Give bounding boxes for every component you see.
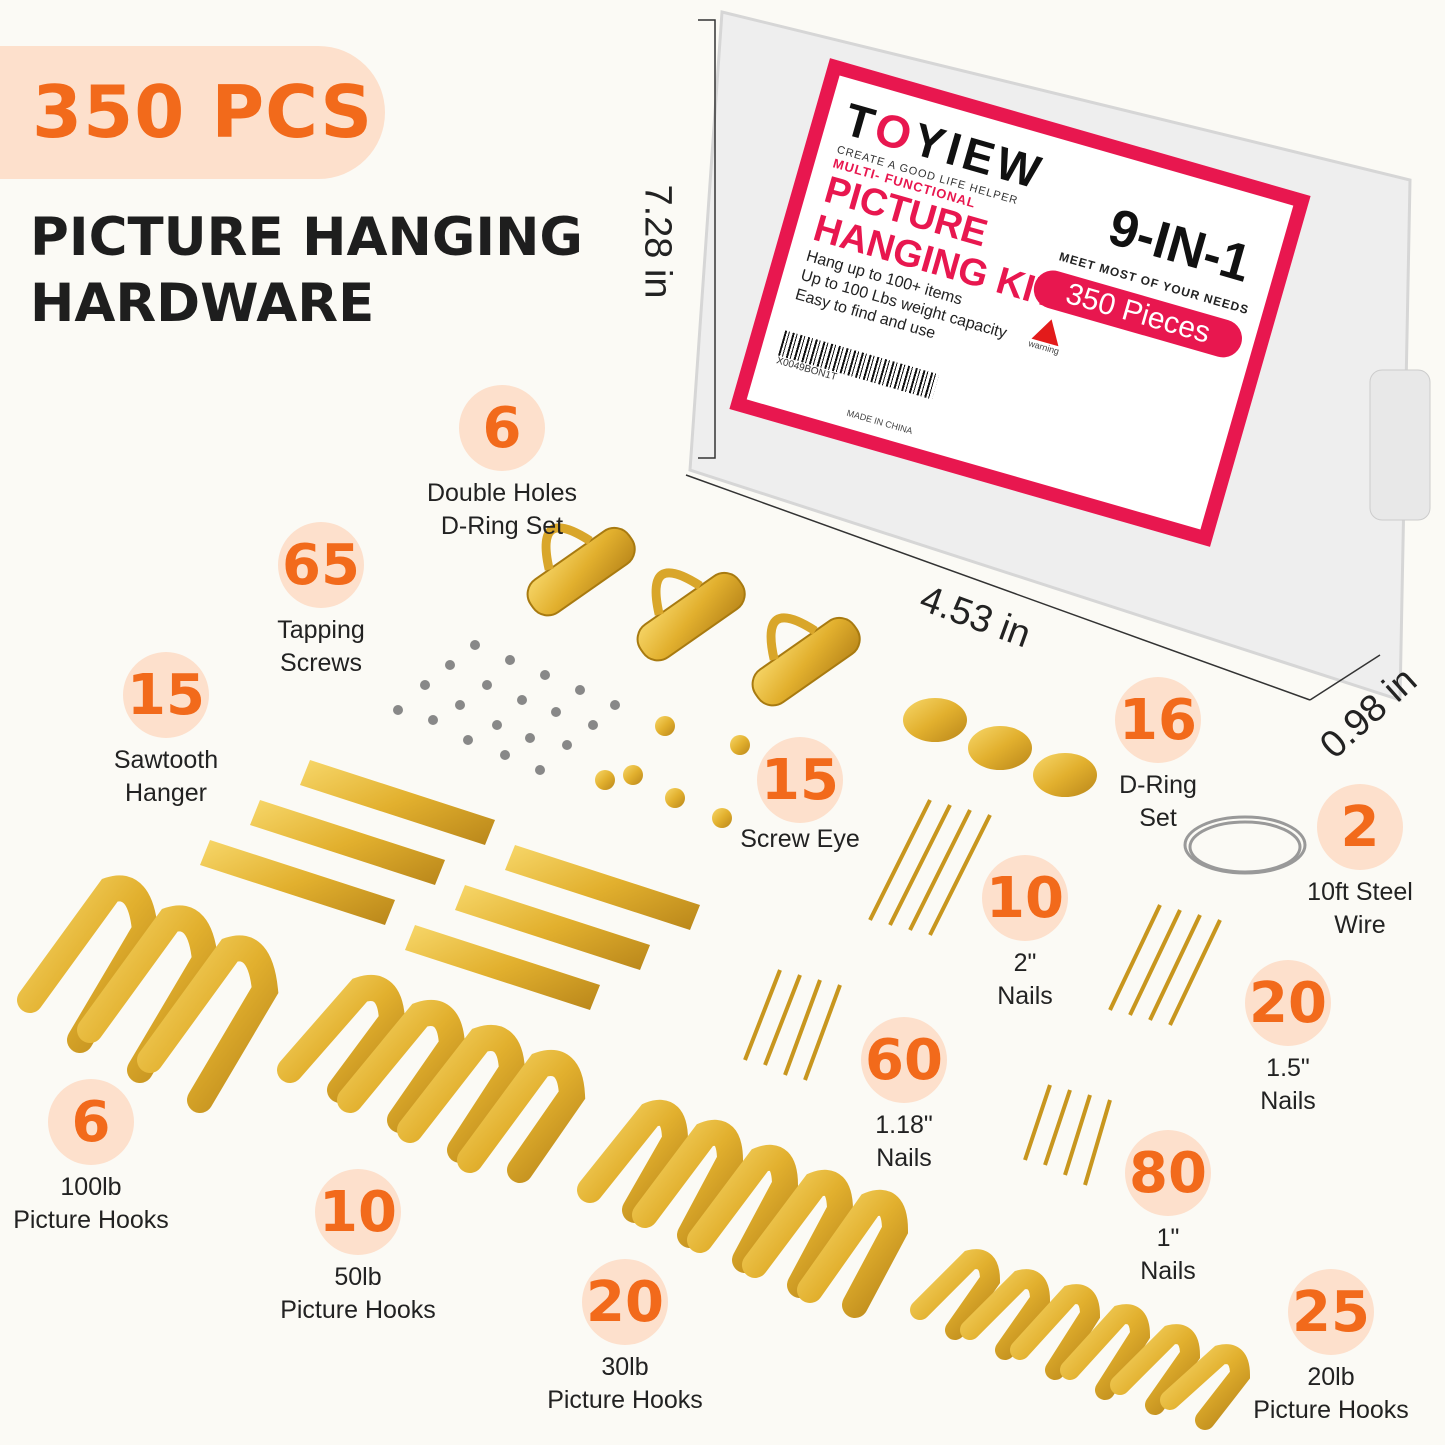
- item-label: Screws: [280, 649, 362, 677]
- item-label: Double Holes: [426, 479, 578, 507]
- item-label: Nails: [997, 982, 1053, 1010]
- steel-wire: [1183, 815, 1307, 875]
- item-label: D-Ring Set: [440, 512, 564, 540]
- item-label: 1": [1156, 1224, 1180, 1252]
- item-label: 100lb: [60, 1173, 122, 1201]
- item-label: Picture Hooks: [13, 1206, 169, 1234]
- item-1in-nails: 80 1" Nails: [1038, 1130, 1298, 1288]
- item-label: Nails: [1140, 1257, 1196, 1285]
- item-label: Picture Hooks: [1253, 1396, 1409, 1424]
- count-badge: 10: [315, 1169, 401, 1255]
- title-line-1: PICTURE HANGING: [30, 207, 583, 268]
- item-label: 50lb: [334, 1263, 382, 1291]
- count-badge: 6: [48, 1079, 134, 1165]
- item-2in-nails: 10 2" Nails: [895, 855, 1155, 1013]
- item-label: 1.18": [875, 1111, 933, 1139]
- piece-count-badge: 350 PCS: [0, 46, 385, 179]
- item-label: 10ft Steel: [1307, 878, 1413, 906]
- small-picture-hooks: [910, 1249, 1251, 1430]
- screw-eyes: [595, 716, 750, 828]
- item-label: Picture Hooks: [547, 1386, 703, 1414]
- count-badge: 80: [1125, 1130, 1211, 1216]
- item-label: 20lb: [1307, 1363, 1355, 1391]
- count-badge: 6: [459, 385, 545, 471]
- title-line-2: HARDWARE: [30, 273, 375, 334]
- item-label: Hanger: [125, 779, 207, 807]
- nails: [743, 799, 1222, 1186]
- item-label: 1.5": [1266, 1054, 1310, 1082]
- item-label: Sawtooth: [113, 746, 219, 774]
- item-label: Screw Eye: [740, 825, 860, 853]
- count-badge: 25: [1288, 1269, 1374, 1355]
- count-badge: 60: [861, 1017, 947, 1103]
- count-badge: 20: [582, 1259, 668, 1345]
- item-label: Wire: [1334, 911, 1386, 939]
- picture-hooks: [17, 875, 909, 1318]
- count-badge: 15: [123, 652, 209, 738]
- item-label: Set: [1139, 804, 1177, 832]
- piece-count: 350 PCS: [32, 70, 374, 154]
- item-label: Nails: [876, 1144, 932, 1172]
- made-in: MADE IN CHINA: [845, 407, 914, 437]
- sawtooth-hangers: [200, 760, 700, 1010]
- item-label: 30lb: [601, 1353, 649, 1381]
- barcode: X0049BON1T: [775, 330, 940, 410]
- tapping-screws: [393, 640, 620, 775]
- count-badge: 16: [1115, 677, 1201, 763]
- item-label: Tapping: [277, 616, 365, 644]
- page-title: PICTURE HANGING HARDWARE: [30, 205, 583, 337]
- count-badge: 2: [1317, 784, 1403, 870]
- dimension-height: 7.28 in: [636, 184, 679, 299]
- dimension-lines: [685, 19, 1381, 701]
- double-d-rings: [526, 523, 861, 707]
- count-badge: 20: [1245, 960, 1331, 1046]
- small-d-rings: [903, 698, 1097, 797]
- item-label: D-Ring: [1119, 771, 1197, 799]
- item-label: Nails: [1260, 1087, 1316, 1115]
- count-badge: 65: [278, 522, 364, 608]
- count-badge: 15: [757, 737, 843, 823]
- item-1-18in-nails: 60 1.18" Nails: [774, 1017, 1034, 1175]
- count-badge: 10: [982, 855, 1068, 941]
- item-label: Picture Hooks: [280, 1296, 436, 1324]
- item-1-5in-nails: 20 1.5" Nails: [1158, 960, 1418, 1118]
- item-label: 2": [1013, 949, 1037, 977]
